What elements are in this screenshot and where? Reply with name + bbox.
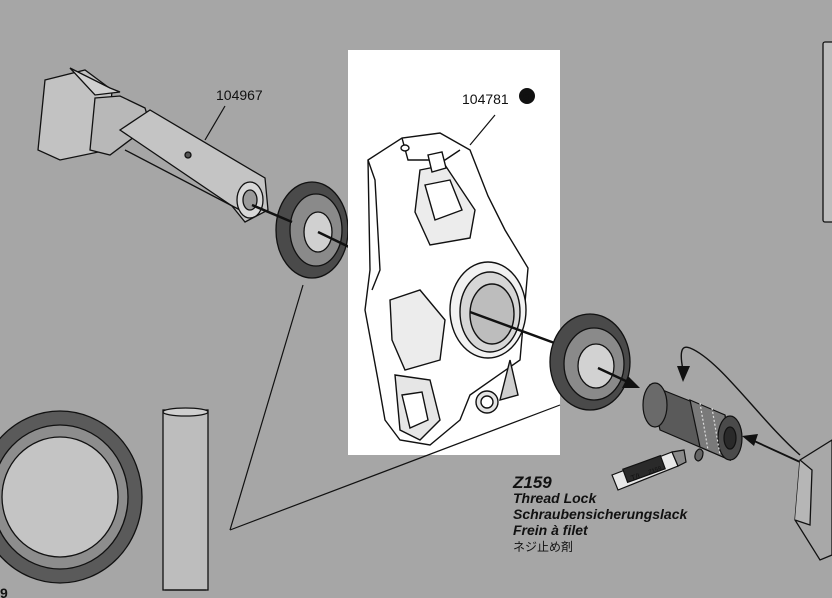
pin-bushing [642, 382, 743, 461]
thread-lock-tube [611, 448, 704, 491]
right-edge-panel [822, 41, 832, 223]
thread-lock-label-en: Thread Lock [513, 490, 597, 506]
carrier-to-bearing-line [469, 310, 561, 347]
quantity-badge-icon [519, 88, 535, 104]
carrier-leader [469, 114, 496, 146]
arrow-head-icon [677, 366, 690, 382]
thread-lock-curve-arrow [680, 346, 801, 456]
thread-lock-label-fr: Frein à filet [513, 522, 589, 538]
bearing-to-pin-line [597, 366, 629, 384]
bottom-left-partial-label: 9 [0, 585, 8, 598]
axle-shaft [37, 67, 269, 223]
hex-part-partial [794, 439, 832, 561]
axle-leader [204, 105, 226, 141]
thread-lock-label-jp: ネジ止め剤 [513, 539, 573, 554]
hub-carrier [364, 132, 529, 446]
spacer-tube [162, 407, 209, 591]
bearing-left [275, 181, 349, 279]
axle-to-bearing-line [251, 203, 293, 224]
tube-code: Z159 [648, 466, 664, 477]
callout-lines [229, 284, 561, 531]
bearing-right [549, 313, 631, 411]
carrier-badge-number: 5 [523, 92, 529, 104]
large-bearing [0, 410, 143, 584]
thread-lock-label-de: Schraubensicherungslack [513, 506, 689, 522]
arrow-head-icon [742, 434, 758, 446]
axle-part-number: 104967 [216, 87, 263, 103]
carrier-part-number: 104781 [462, 91, 509, 107]
tube-label: T/L [630, 470, 644, 483]
right-part-to-pin-line [751, 439, 801, 463]
arrow-head-icon [622, 376, 640, 388]
thread-lock-code: Z159 [512, 473, 552, 492]
